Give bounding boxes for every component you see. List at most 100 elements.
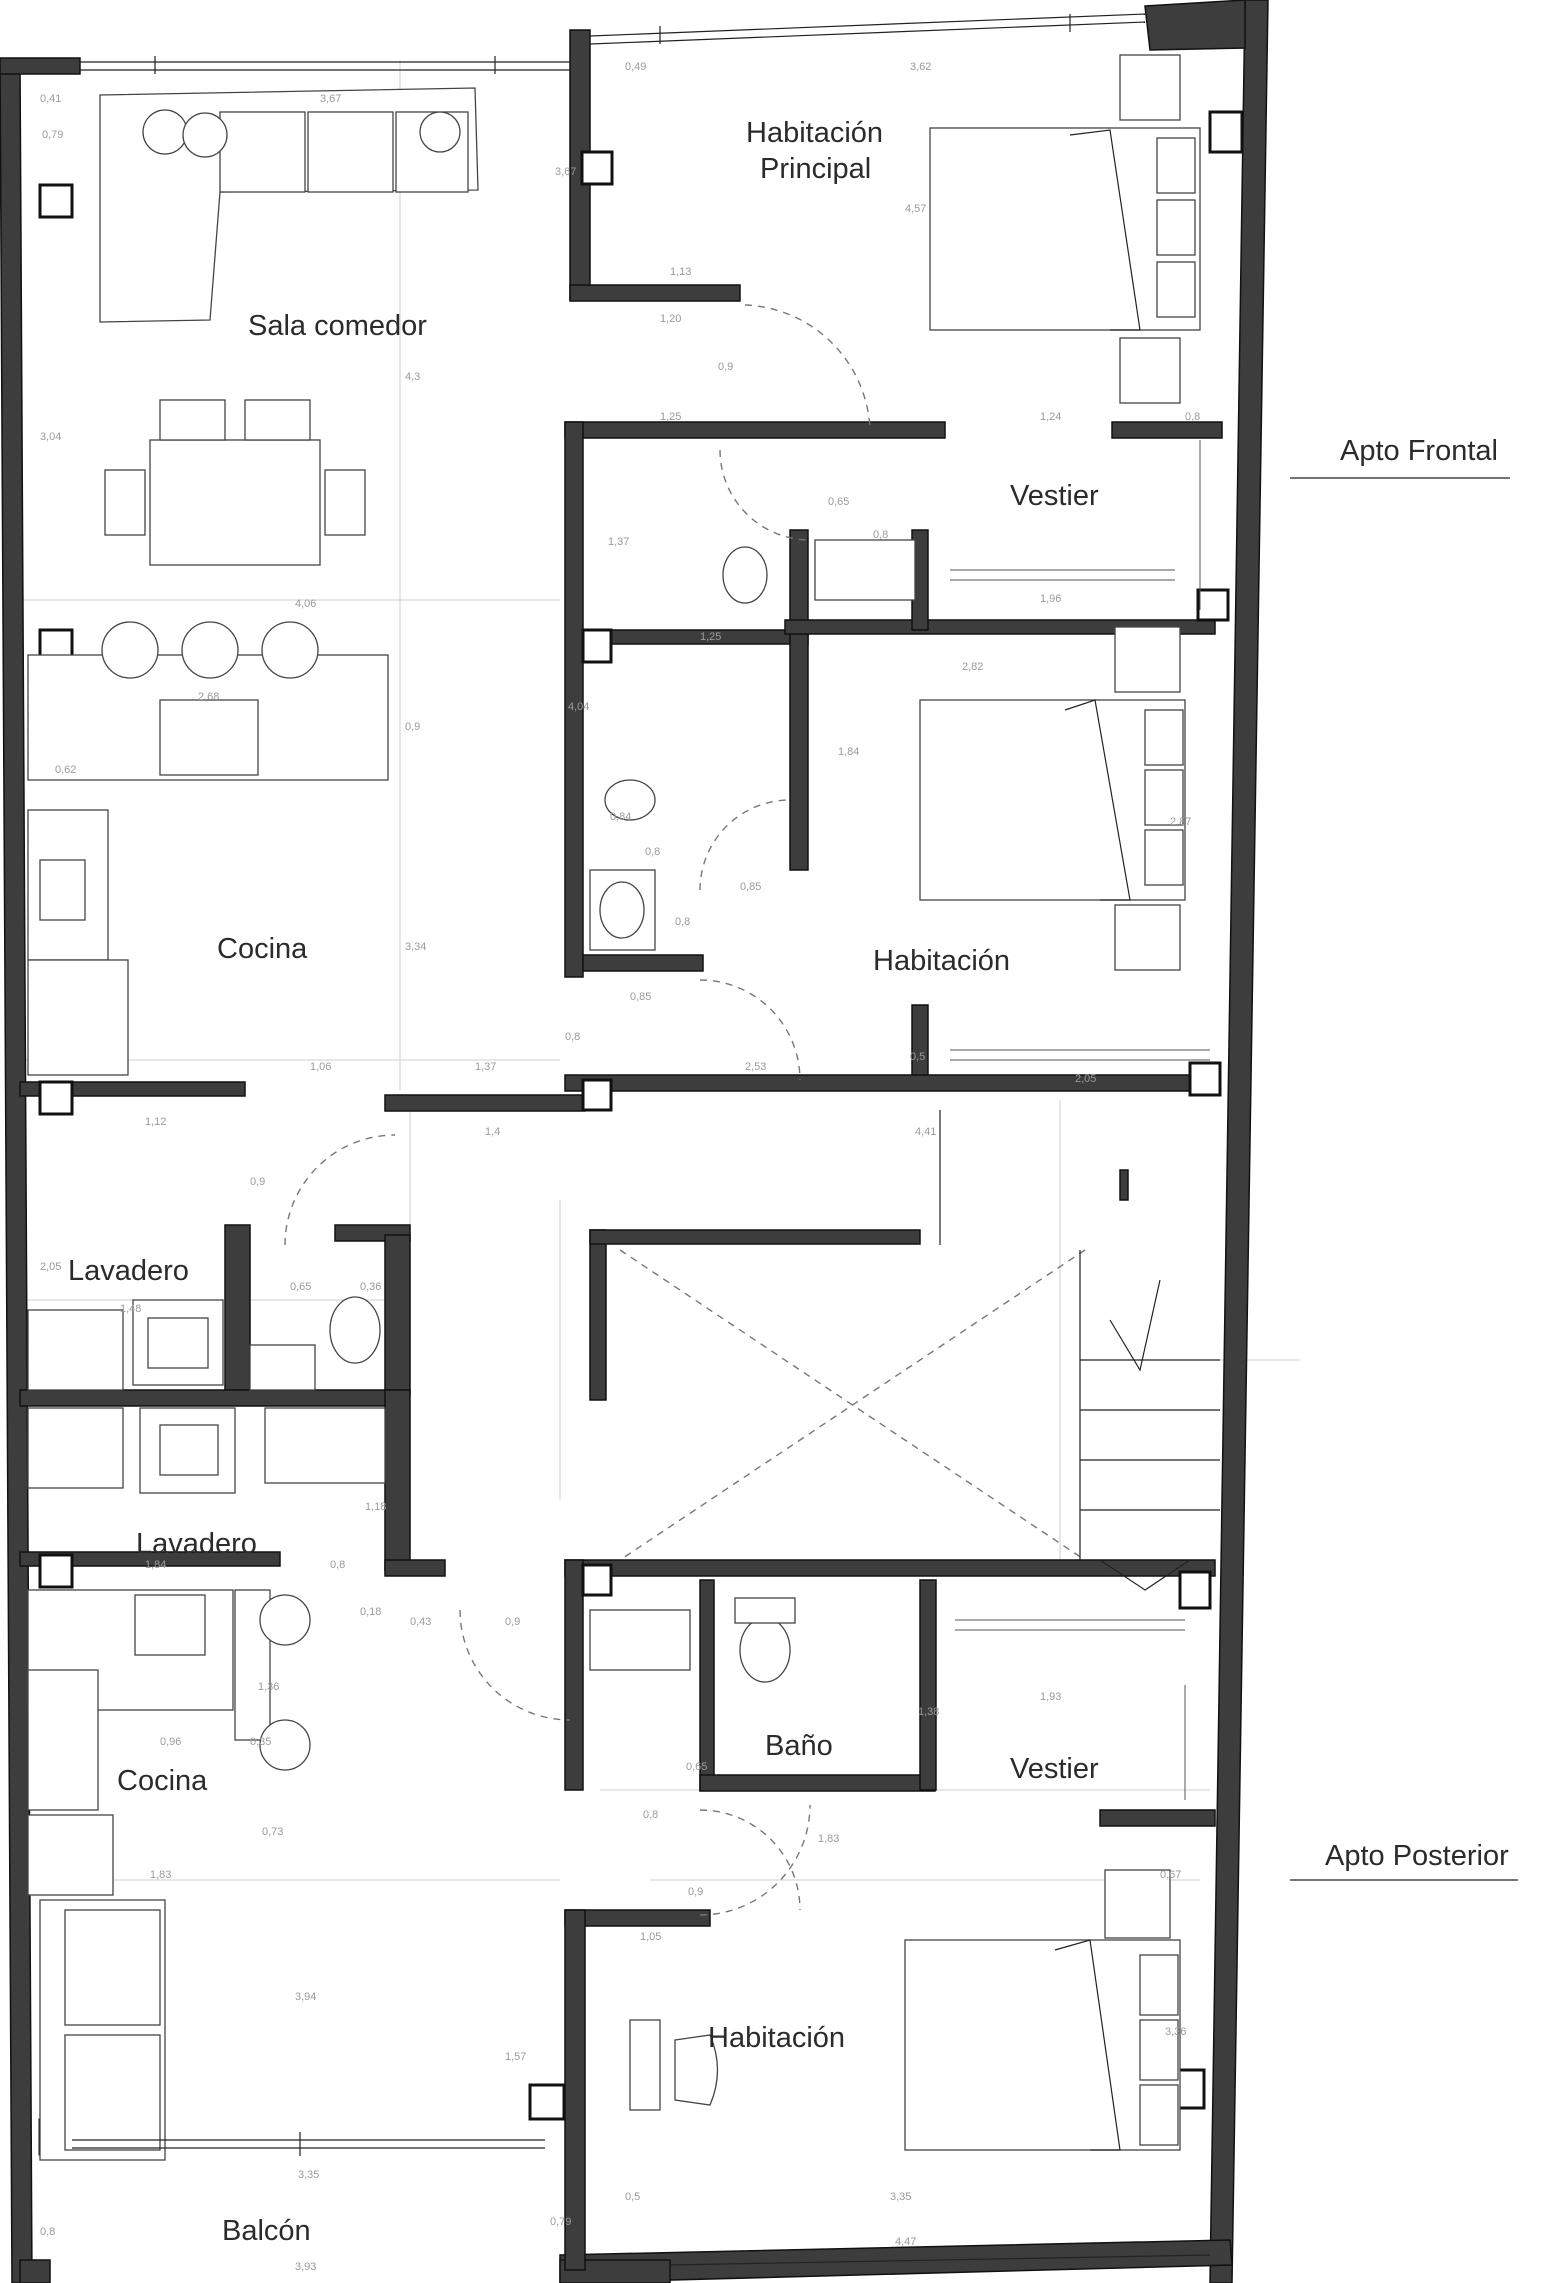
dim-018: 0,18: [360, 1606, 381, 1618]
laundry-2: [27, 1407, 386, 1494]
dim-157: 1,57: [505, 2051, 526, 2063]
master-bed: [929, 54, 1201, 404]
dim-184b: 1,84: [145, 1559, 166, 1571]
sofa: [99, 87, 479, 323]
label-balcon: Balcón: [222, 2215, 311, 2247]
dim-362: 3,62: [910, 61, 931, 73]
dim-09e: 0,9: [688, 1886, 703, 1898]
dim-268: 2,68: [198, 691, 219, 703]
balcony-railing: [72, 2132, 1211, 2266]
kitchen-frontal: [27, 621, 389, 1076]
apartment-labels: Apto Frontal Apto Posterior: [1290, 435, 1518, 1881]
label-apto-frontal: Apto Frontal: [1340, 435, 1498, 467]
dim-136: 1,36: [258, 1681, 279, 1693]
dim-406: 4,06: [295, 598, 316, 610]
dim-08c: 0,8: [645, 846, 660, 858]
dining-table: [104, 399, 366, 566]
dim-073: 0,73: [262, 1826, 283, 1838]
dim-124: 1,24: [1040, 411, 1061, 423]
label-apto-posterior: Apto Posterior: [1325, 1840, 1509, 1872]
dim-183b: 1,83: [818, 1833, 839, 1845]
dim-09a: 0,9: [718, 361, 733, 373]
interior-walls: [19, 284, 1223, 2271]
dim-08f: 0,8: [330, 1559, 345, 1571]
label-habitacion-frontal: Habitación: [873, 945, 1010, 977]
label-cocina-frontal: Cocina: [217, 933, 308, 965]
dim-085: 0,85: [740, 881, 761, 893]
dim-447: 4,47: [895, 2236, 916, 2248]
dim-062: 0,62: [55, 764, 76, 776]
dim-112: 1,12: [145, 1116, 166, 1128]
dim-049: 0,49: [625, 61, 646, 73]
dim-125b: 1,25: [700, 631, 721, 643]
dim-08g: 0,8: [643, 1809, 658, 1821]
dim-336: 3,36: [1165, 2026, 1186, 2038]
dim-137b: 1,37: [475, 1061, 496, 1073]
dim-253: 2,53: [745, 1061, 766, 1073]
dim-120: 1,20: [660, 313, 681, 325]
dim-065a: 0,65: [828, 496, 849, 508]
dim-394: 3,94: [295, 1991, 316, 2003]
label-bano: Baño: [765, 1730, 833, 1762]
dim-196: 1,96: [1040, 593, 1061, 605]
dim-367b: 3,67: [555, 166, 576, 178]
exterior-walls: [0, 0, 1269, 2283]
dim-067: 0,67: [1160, 1869, 1181, 1881]
label-vestier-frontal: Vestier: [1010, 480, 1099, 512]
dim-184: 1,84: [838, 746, 859, 758]
dim-05b: 0,5: [625, 2191, 640, 2203]
dim-457: 4,57: [905, 203, 926, 215]
stair-void: [619, 1110, 1220, 1591]
dim-106: 1,06: [310, 1061, 331, 1073]
label-vestier-posterior: Vestier: [1010, 1753, 1099, 1785]
dim-09c: 0,9: [250, 1176, 265, 1188]
dim-137: 1,37: [608, 536, 629, 548]
dim-441: 4,41: [915, 1126, 936, 1138]
dim-08e: 0,8: [565, 1031, 580, 1043]
dim-05: 0,5: [910, 1051, 925, 1063]
dim-065b: 0,65: [290, 1281, 311, 1293]
label-lavadero-2: Lavadero: [136, 1528, 257, 1560]
dim-09d: 0,9: [505, 1616, 520, 1628]
sofa-posterior: [39, 1899, 166, 2161]
dim-183: 1,83: [150, 1869, 171, 1881]
closet-hatching: [950, 440, 1210, 1800]
label-habitacion-principal-1: Habitación: [746, 117, 883, 149]
dim-148: 1,48: [120, 1303, 141, 1315]
dim-14: 1,4: [485, 1126, 500, 1138]
dim-282: 2,82: [962, 661, 983, 673]
dim-065c: 0,65: [686, 1761, 707, 1773]
dim-393: 3,93: [295, 2261, 316, 2273]
dim-304: 3,04: [40, 431, 61, 443]
dim-08b: 0,8: [873, 529, 888, 541]
dim-043: 0,43: [410, 1616, 431, 1628]
dim-335: 3,35: [298, 2169, 319, 2181]
dim-367: 3,67: [320, 93, 341, 105]
laundry-1: [27, 1296, 381, 1391]
posterior-bed: [629, 1869, 1181, 2151]
dim-43: 4,3: [405, 371, 420, 383]
label-sala-comedor: Sala comedor: [248, 310, 427, 342]
dim-079b: 0,79: [550, 2216, 571, 2228]
dim-334: 3,34: [405, 941, 426, 953]
door-swings: [284, 304, 871, 1916]
dim-08a: 0,8: [1185, 411, 1200, 423]
dim-041: 0,41: [40, 93, 61, 105]
dim-113: 1,13: [670, 266, 691, 278]
dim-079: 0,79: [42, 129, 63, 141]
dim-118: 1,18: [365, 1501, 386, 1513]
dim-096: 0,96: [160, 1736, 181, 1748]
dim-036: 0,36: [360, 1281, 381, 1293]
dim-125: 1,25: [660, 411, 681, 423]
dim-404: 4,04: [568, 701, 589, 713]
room-labels: Sala comedor Habitación Principal Vestie…: [68, 117, 1099, 2247]
frontal-bed: [919, 626, 1186, 971]
front-window: [80, 13, 1146, 74]
label-lavadero-1: Lavadero: [68, 1255, 189, 1287]
dim-205: 2,05: [1075, 1073, 1096, 1085]
label-habitacion-posterior: Habitación: [708, 2022, 845, 2054]
dim-138: 1,38: [918, 1706, 939, 1718]
dim-205b: 2,05: [40, 1261, 61, 1273]
dim-035: 0,35: [250, 1736, 271, 1748]
dim-105: 1,05: [640, 1931, 661, 1943]
